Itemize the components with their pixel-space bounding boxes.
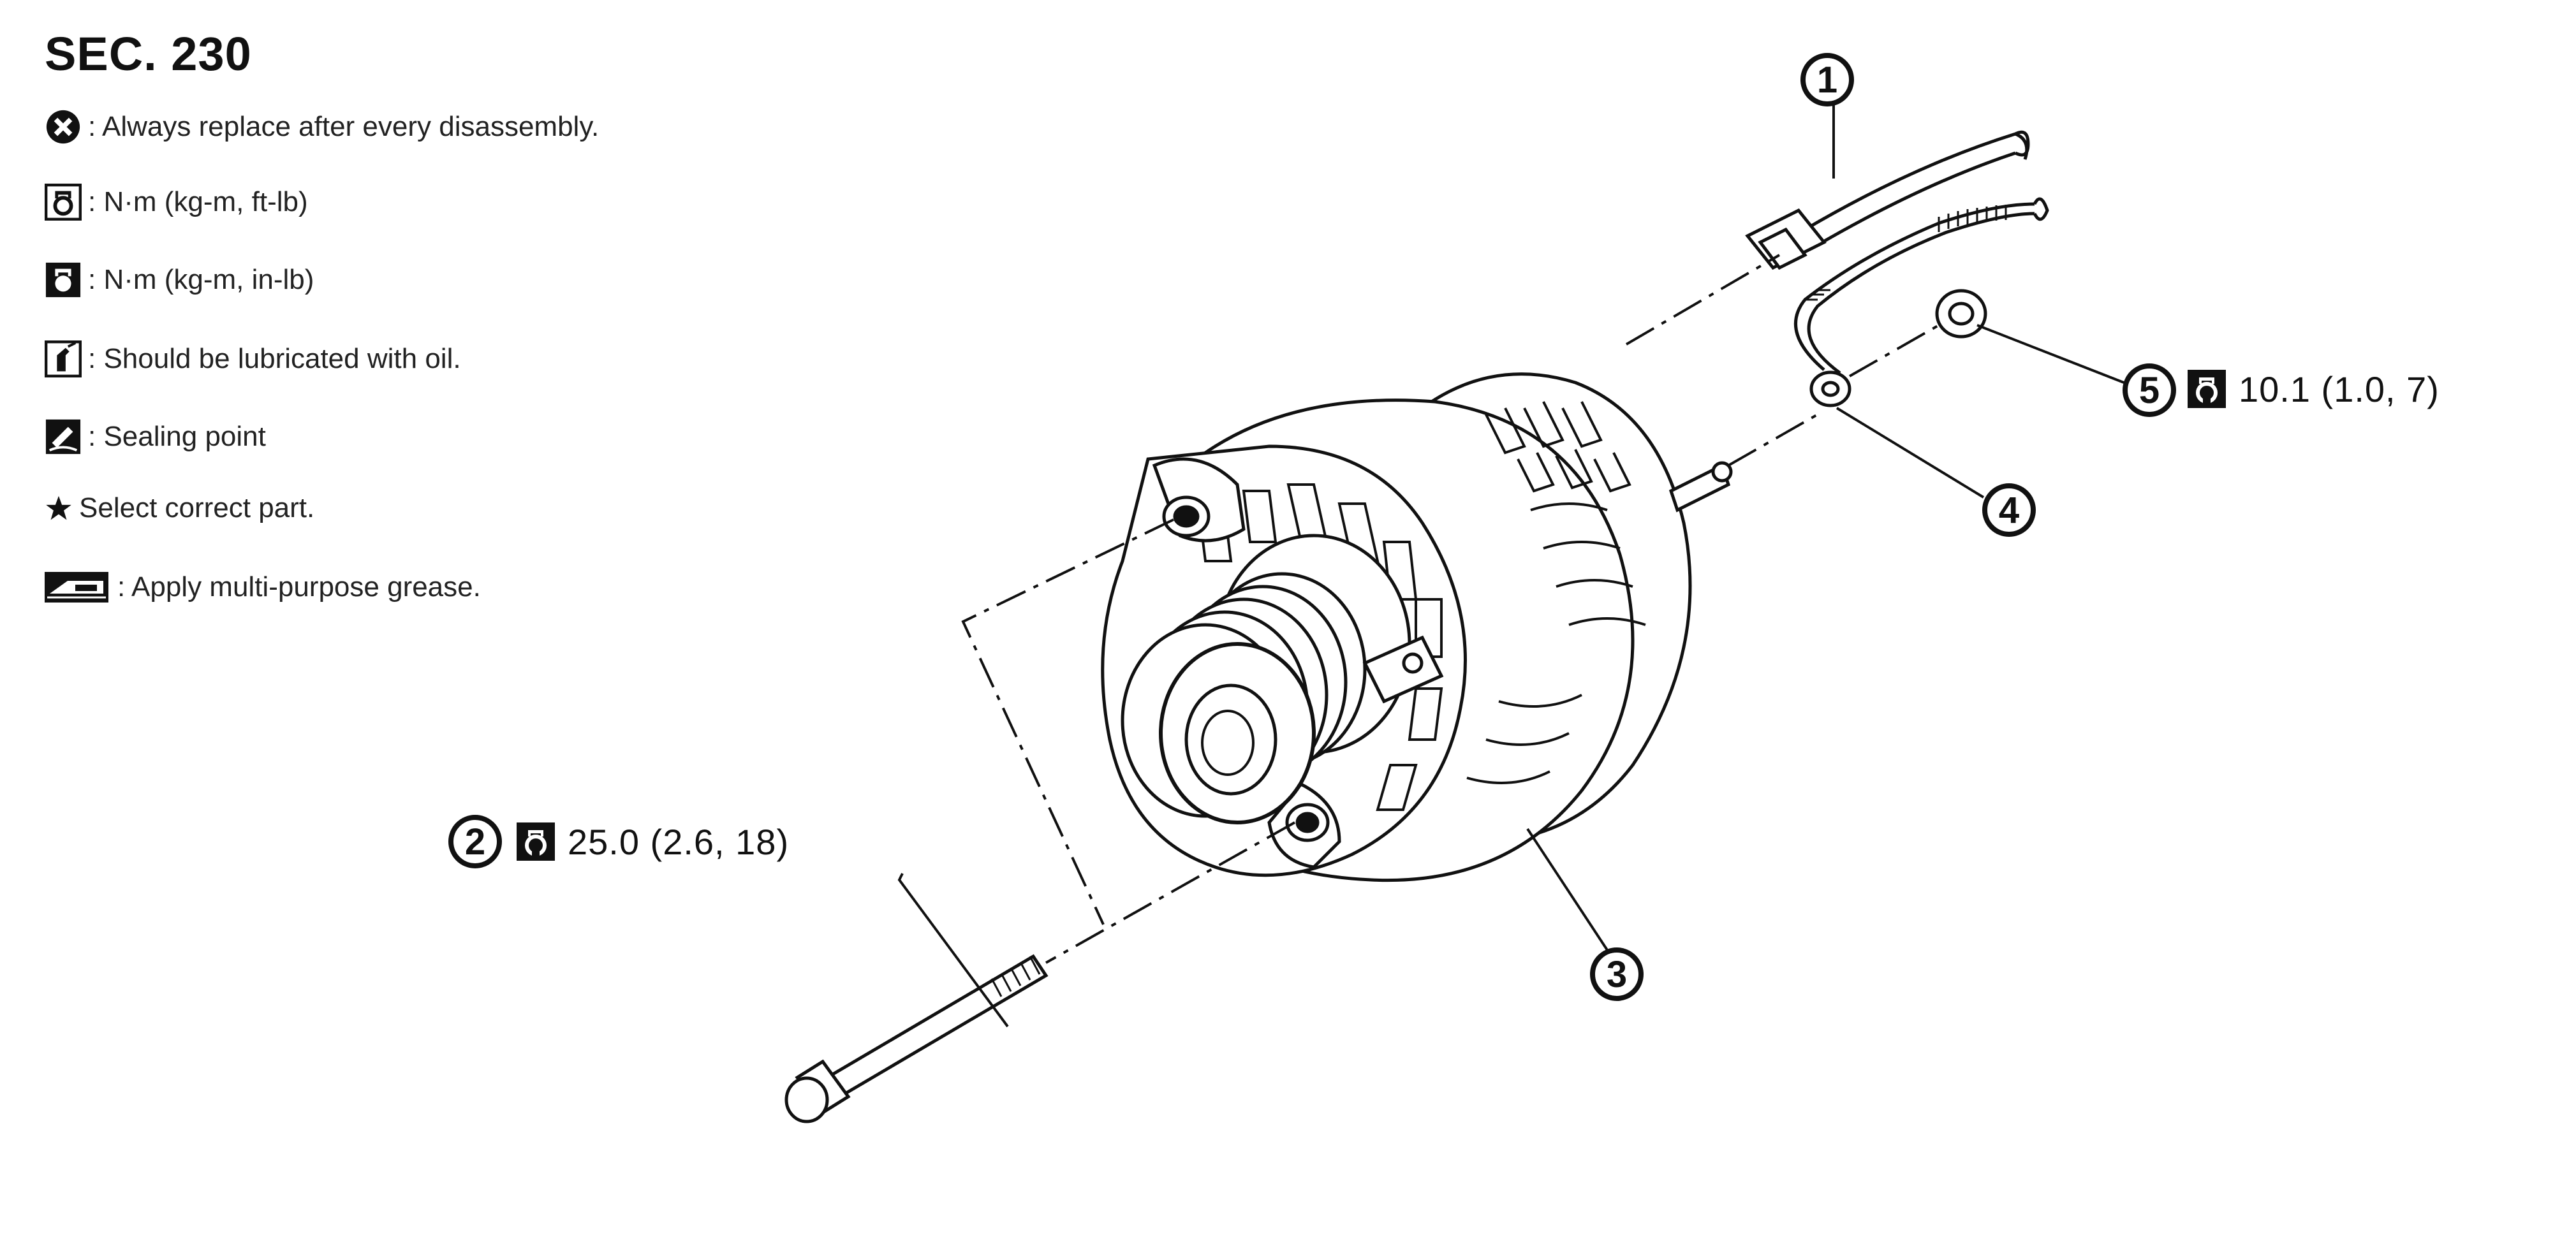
harness <box>1745 130 2049 375</box>
ring-terminal <box>1809 370 1851 407</box>
legend-text: : Sealing point <box>88 421 266 452</box>
callout-5-torque: 10.1 (1.0, 7) <box>2239 369 2440 409</box>
torque-inlb-icon <box>45 261 82 298</box>
replace-icon <box>45 108 82 145</box>
callout-2-number: 2 <box>465 821 485 863</box>
callout-4: 4 <box>1982 483 2036 537</box>
callout-1-number: 1 <box>1817 59 1837 101</box>
callout-2-torque: 25.0 (2.6, 18) <box>568 822 790 862</box>
torque-wrench-icon <box>517 822 555 861</box>
legend-item-torque-inlb: : N·m (kg-m, in-lb) <box>45 261 314 298</box>
terminal-nut <box>1935 289 1987 339</box>
legend-text: : Should be lubricated with oil. <box>88 343 461 374</box>
legend-text: : N·m (kg-m, ft-lb) <box>88 186 308 217</box>
alternator <box>1101 372 1733 882</box>
oil-can-icon <box>45 340 82 377</box>
mounting-bolt <box>784 954 1049 1123</box>
callout-5-number: 5 <box>2139 370 2160 411</box>
torque-wrench-icon <box>2188 370 2226 408</box>
callout-4-number: 4 <box>1999 490 2019 531</box>
callout-5: 5 <box>2123 363 2226 417</box>
legend-item-replace: : Always replace after every disassembly… <box>45 108 599 145</box>
legend-text: Select correct part. <box>79 492 315 523</box>
legend-text: : Always replace after every disassembly… <box>88 111 600 142</box>
callout-3-number: 3 <box>1607 954 1627 995</box>
legend-item-grease: : Apply multi-purpose grease. <box>45 571 481 603</box>
callout-1: 1 <box>1800 53 1854 106</box>
leader-lines <box>897 105 2124 1028</box>
grease-icon <box>45 572 108 603</box>
legend-text: : Apply multi-purpose grease. <box>117 571 481 603</box>
dashed-center-lines <box>961 254 1939 964</box>
section-title: SEC. 230 <box>45 27 252 80</box>
sealant-icon <box>45 418 82 455</box>
star-icon <box>45 494 73 522</box>
legend-item-oil: : Should be lubricated with oil. <box>45 340 461 377</box>
legend-text: : N·m (kg-m, in-lb) <box>88 264 314 295</box>
legend-item-select-part: Select correct part. <box>45 492 314 524</box>
legend-item-torque-ftlb: : N·m (kg-m, ft-lb) <box>45 184 308 221</box>
callout-2: 2 <box>448 815 555 868</box>
torque-ftlb-icon <box>45 184 82 221</box>
legend-item-sealant: : Sealing point <box>45 418 266 455</box>
callout-3: 3 <box>1590 947 1644 1001</box>
